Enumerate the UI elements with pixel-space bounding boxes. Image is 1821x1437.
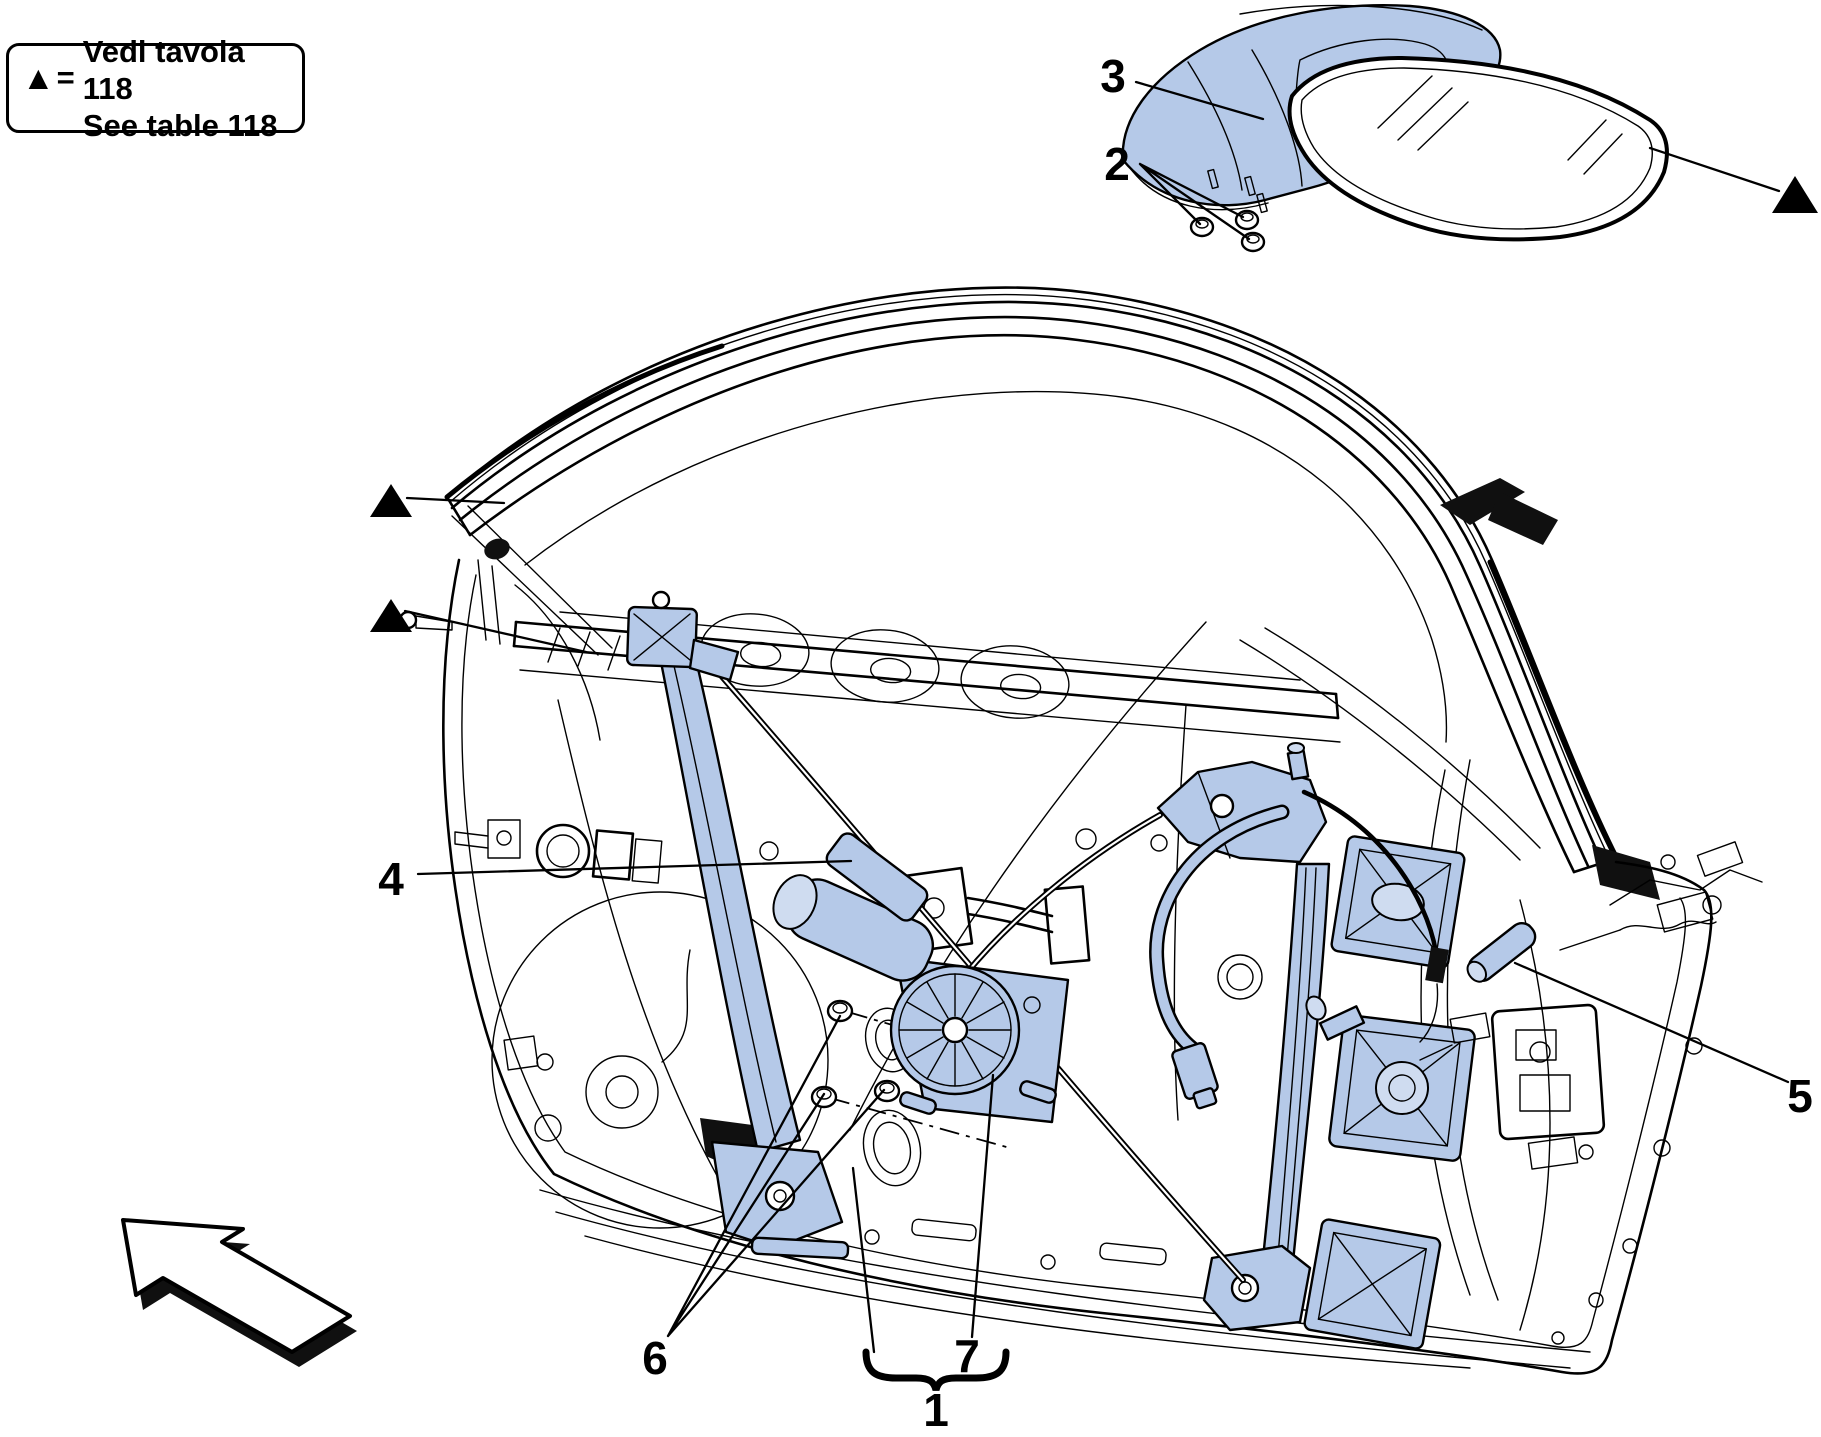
motor-drive-wheel (889, 964, 1021, 1096)
leader-lines-2 (1138, 162, 1251, 241)
leader-line-5 (1513, 961, 1790, 1084)
regulator-cables (694, 645, 1449, 1283)
legend-line2: See table 118 (82, 107, 278, 143)
lock-rod-highlighted (1466, 922, 1537, 983)
exterior-handle-mechanism (1559, 841, 1763, 951)
rear-regulator-bottom-bracket (1202, 1218, 1442, 1350)
mirror-mount-studs (1207, 168, 1268, 214)
fastener-nuts (810, 999, 901, 1109)
front-regulator-top-bracket (626, 590, 740, 682)
leader-line-7 (970, 1073, 995, 1339)
callout-4-label: 4 (378, 853, 404, 905)
legend-line1: Vedi tavola 118 (82, 33, 245, 106)
leader-line-3 (1134, 80, 1265, 121)
rear-view-mirror-assembly (1121, 4, 1669, 253)
leader-line-triangle-b (403, 609, 588, 654)
callout-2-label: 2 (1104, 138, 1130, 190)
door-lock-assembly (1419, 841, 1763, 1170)
group-brace (862, 1348, 1010, 1392)
see-table-marker-triangle (370, 599, 412, 632)
leader-line-4 (416, 859, 853, 876)
nut (810, 1085, 838, 1109)
leader-line-1 (851, 1166, 876, 1354)
callout-5-label: 5 (1787, 1070, 1813, 1122)
leader-line-triangle-right (1648, 146, 1781, 193)
nut (1189, 216, 1215, 238)
rear-regulator-rail (1260, 862, 1331, 1274)
mirror-glass (1287, 56, 1669, 242)
callouts: 3 2 4 5 6 7 1 (370, 50, 1818, 1436)
legend-box: ▲ = Vedi tavola 118 See table 118 (6, 34, 305, 143)
quarter-window-detail (398, 505, 613, 656)
callout-6-label: 6 (642, 1332, 668, 1384)
nut (1234, 209, 1260, 231)
legend-equals: = (56, 60, 75, 95)
front-regulator-rail (653, 624, 802, 1154)
see-table-marker-triangle (1772, 176, 1818, 213)
regulator-guide-block (825, 832, 929, 922)
cable-connector (1171, 1042, 1219, 1110)
window-frame (398, 286, 1660, 900)
callout-1-label: 1 (923, 1384, 949, 1436)
front-window-regulator (626, 590, 1070, 1260)
front-regulator-bottom-bracket (710, 1140, 850, 1260)
callout-3-label: 3 (1100, 50, 1126, 102)
rear-regulator-upper-plate (1330, 835, 1466, 969)
leader-line-triangle-a (405, 496, 506, 505)
nut (826, 999, 854, 1023)
mirror-screw-nuts (1189, 209, 1266, 253)
mirror-glass-reflection-hatch (1377, 75, 1623, 175)
see-table-marker-triangle (370, 484, 412, 517)
direction-arrow (121, 1218, 357, 1367)
door-shell (442, 558, 1713, 1375)
window-motor (772, 874, 1070, 1124)
nut (873, 1079, 901, 1103)
callout-7-label: 7 (954, 1330, 980, 1382)
leader-lines-6 (666, 1014, 886, 1338)
legend-triangle-icon: ▲ (22, 59, 55, 96)
